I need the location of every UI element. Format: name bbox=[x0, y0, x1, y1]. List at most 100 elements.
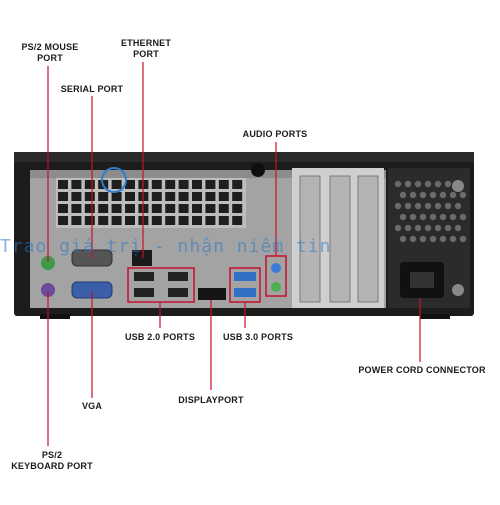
psu-vent-hole bbox=[414, 224, 422, 232]
thumbscrew-icon bbox=[251, 163, 265, 177]
psu-vent-hole bbox=[444, 224, 452, 232]
vent-grid bbox=[56, 178, 246, 228]
vent-slot bbox=[71, 180, 82, 189]
logo-circle-icon bbox=[101, 167, 127, 193]
psu-vent-hole bbox=[459, 191, 467, 199]
leader-lines bbox=[47, 62, 421, 446]
psu-vent-hole bbox=[404, 202, 412, 210]
vent-slot bbox=[165, 192, 176, 201]
label-power: POWER CORD CONNECTOR bbox=[358, 365, 486, 375]
psu-vent-hole bbox=[409, 191, 417, 199]
psu-vent-hole bbox=[409, 235, 417, 243]
label-ps2-mouse: PS/2 MOUSE PORT bbox=[10, 42, 90, 64]
chassis-top-strip bbox=[14, 152, 474, 162]
usb2-highlight-box bbox=[127, 267, 195, 303]
psu-vent-hole bbox=[459, 235, 467, 243]
displayport-port bbox=[198, 288, 226, 300]
psu-vent-hole bbox=[439, 213, 447, 221]
vent-slot bbox=[232, 216, 243, 225]
psu-vent-hole bbox=[459, 213, 467, 221]
vent-slot bbox=[178, 204, 189, 213]
expansion-slot-2 bbox=[329, 175, 351, 303]
thumbscrew-icon bbox=[452, 180, 464, 192]
label-ps2-keyboard: PS/2 KEYBOARD PORT bbox=[4, 450, 100, 472]
vent-slot bbox=[218, 192, 229, 201]
psu-vent-hole bbox=[424, 224, 432, 232]
label-ethernet: ETHERNET PORT bbox=[106, 38, 186, 60]
usb3-port bbox=[234, 272, 256, 281]
psu-vent-hole bbox=[424, 180, 432, 188]
ps2-mouse-port bbox=[41, 256, 55, 270]
vent-slot bbox=[178, 192, 189, 201]
chassis-foot bbox=[40, 314, 70, 319]
vent-slot bbox=[218, 180, 229, 189]
vent-slot bbox=[151, 180, 162, 189]
psu-vent-hole bbox=[399, 191, 407, 199]
label-ethernet-line1: ETHERNET bbox=[120, 38, 172, 48]
label-ps2-keyboard-line2: KEYBOARD PORT bbox=[11, 461, 93, 471]
vent-slot bbox=[125, 204, 135, 213]
vent-slot bbox=[98, 216, 109, 225]
vent-slot bbox=[205, 216, 216, 225]
vent-slot bbox=[71, 204, 82, 213]
rear-panel-shade bbox=[30, 170, 386, 178]
psu-vent-hole bbox=[404, 224, 412, 232]
watermark-text: Trao giá trị - nhận niềm tin bbox=[0, 236, 332, 257]
psu-vent-hole bbox=[444, 202, 452, 210]
vent-slot bbox=[205, 204, 216, 213]
vent-slot bbox=[98, 192, 109, 201]
chassis-foot bbox=[420, 314, 450, 319]
vent-slot bbox=[192, 192, 202, 201]
vent-slot bbox=[151, 216, 162, 225]
vent-slot bbox=[192, 180, 202, 189]
vent-slot bbox=[151, 192, 162, 201]
vent-slot bbox=[84, 216, 95, 225]
vent-slot bbox=[151, 204, 162, 213]
label-displayport: DISPLAYPORT bbox=[178, 395, 244, 405]
psu-vent-hole bbox=[429, 213, 437, 221]
usb2-port bbox=[168, 272, 188, 281]
vent-slot bbox=[205, 192, 216, 201]
expansion-slot-1 bbox=[299, 175, 321, 303]
psu-vent-hole bbox=[449, 235, 457, 243]
vent-slot bbox=[84, 180, 95, 189]
vent-slot bbox=[125, 216, 135, 225]
audio-port-line-out bbox=[271, 282, 281, 292]
vent-slot bbox=[111, 180, 122, 189]
psu-vent-hole bbox=[439, 235, 447, 243]
vent-slot bbox=[98, 204, 109, 213]
psu-vent-hole bbox=[409, 213, 417, 221]
vent-slot bbox=[218, 204, 229, 213]
usb3-port bbox=[234, 288, 256, 297]
label-audio: AUDIO PORTS bbox=[242, 129, 308, 139]
vent-slot bbox=[218, 216, 229, 225]
label-ethernet-line2: PORT bbox=[133, 49, 159, 59]
vent-slot bbox=[111, 204, 122, 213]
label-ps2-mouse-line1: PS/2 MOUSE bbox=[21, 42, 79, 52]
vent-slot bbox=[84, 192, 95, 201]
power-cord-pins bbox=[410, 272, 434, 288]
vent-slot bbox=[192, 216, 202, 225]
psu-vent-hole bbox=[394, 202, 402, 210]
vent-slot bbox=[58, 216, 68, 225]
vent-slot bbox=[165, 180, 176, 189]
psu-vent-hole bbox=[434, 202, 442, 210]
psu-vent-hole bbox=[429, 191, 437, 199]
psu-vent-hole bbox=[399, 213, 407, 221]
psu-vent-hole bbox=[394, 180, 402, 188]
psu-vent-hole bbox=[434, 180, 442, 188]
vent-slot bbox=[205, 180, 216, 189]
vent-slot bbox=[125, 180, 135, 189]
label-usb3: USB 3.0 PORTS bbox=[222, 332, 294, 342]
psu-vent-hole bbox=[419, 191, 427, 199]
psu-vent-holes bbox=[394, 180, 467, 243]
psu-vent-hole bbox=[399, 235, 407, 243]
usb2-port bbox=[134, 288, 154, 297]
vent-slot bbox=[232, 192, 243, 201]
vent-slot bbox=[232, 204, 243, 213]
psu-vent-hole bbox=[444, 180, 452, 188]
psu-vent-hole bbox=[404, 180, 412, 188]
label-serial: SERIAL PORT bbox=[60, 84, 124, 94]
vent-slot bbox=[178, 216, 189, 225]
